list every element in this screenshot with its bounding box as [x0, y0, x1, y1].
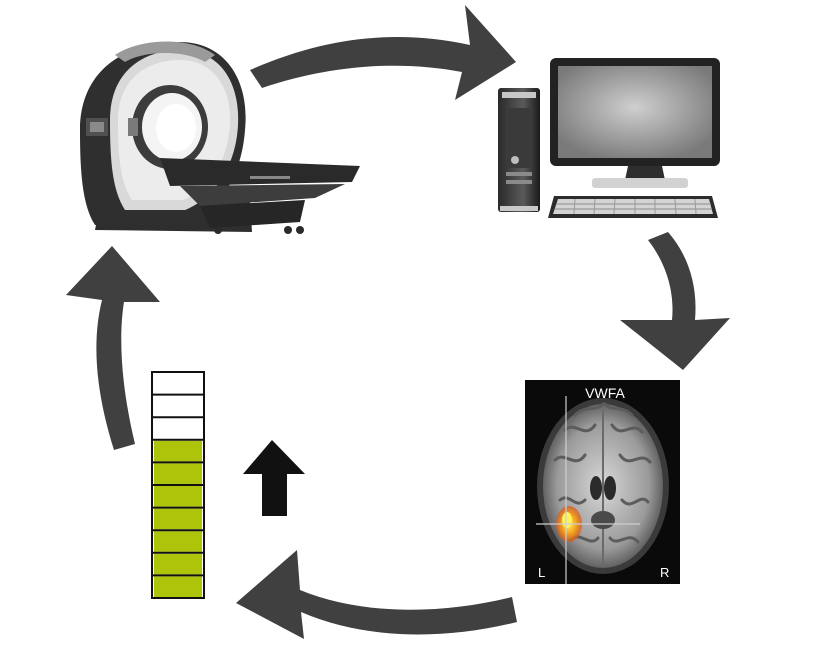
arrow-computer-to-brain	[620, 232, 730, 370]
feedback-segment-empty	[154, 395, 202, 417]
brain-scan-left-marker: L	[538, 565, 545, 580]
up-arrow-icon	[243, 440, 305, 516]
feedback-segment-filled	[154, 531, 202, 552]
thermometer-bar-icon	[151, 371, 205, 599]
desktop-computer-icon	[498, 58, 720, 218]
feedback-segment-filled	[154, 463, 202, 484]
mri-scanner-icon	[80, 41, 360, 234]
feedback-segment-filled	[154, 576, 202, 597]
feedback-segment-empty	[154, 373, 202, 394]
brain-scan-icon: VWFA L R	[525, 380, 680, 584]
feedback-segment-filled	[154, 508, 202, 530]
feedback-segment-filled	[154, 553, 202, 575]
feedback-segment-filled	[154, 486, 202, 507]
feedback-segment-empty	[154, 418, 202, 439]
arrow-feedback-to-scanner	[66, 246, 160, 450]
arrow-scanner-to-computer	[250, 5, 516, 100]
brain-scan-title: VWFA	[585, 385, 625, 401]
arrow-brain-to-feedback	[236, 550, 517, 639]
brain-scan-right-marker: R	[660, 565, 669, 580]
feedback-segment-filled	[154, 440, 202, 462]
